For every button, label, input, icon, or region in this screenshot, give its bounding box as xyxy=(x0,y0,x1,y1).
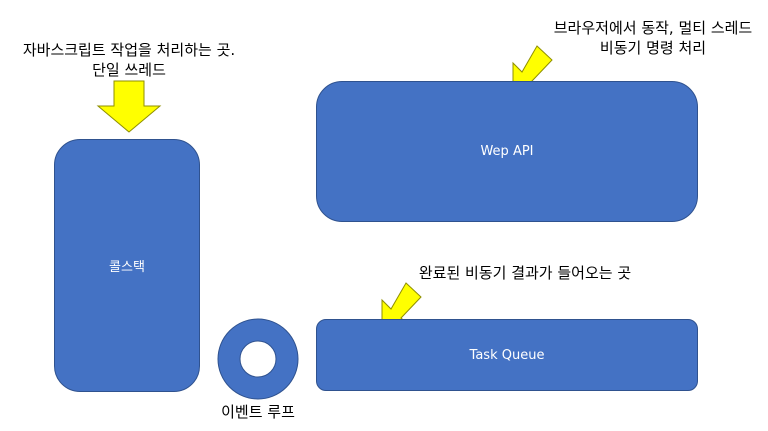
task-queue-description: 완료된 비동기 결과가 들어오는 곳 xyxy=(400,263,650,283)
task-queue-box: Task Queue xyxy=(316,319,698,391)
call-stack-description: 자바스크립트 작업을 처리하는 곳. 단일 쓰레드 xyxy=(0,40,258,80)
web-api-description: 브라우저에서 동작, 멀티 스레드 비동기 명령 처리 xyxy=(528,18,768,58)
event-loop-ring-icon xyxy=(217,318,299,400)
web-api-description-line1: 브라우저에서 동작, 멀티 스레드 xyxy=(553,19,753,37)
call-stack-label: 콜스택 xyxy=(109,260,145,275)
arrow-down-icon xyxy=(96,80,162,133)
web-api-box: Wep API xyxy=(316,81,698,222)
task-queue-label: Task Queue xyxy=(469,347,545,363)
event-loop-label: 이벤트 루프 xyxy=(203,402,313,422)
call-stack-description-line1: 자바스크립트 작업을 처리하는 곳. xyxy=(22,41,236,59)
call-stack-box: 콜스택 xyxy=(54,139,200,392)
web-api-label: Wep API xyxy=(480,144,534,159)
call-stack-description-line2: 단일 쓰레드 xyxy=(92,61,166,79)
task-queue-description-text: 완료된 비동기 결과가 들어오는 곳 xyxy=(418,264,632,282)
event-loop-label-text: 이벤트 루프 xyxy=(221,403,295,421)
web-api-description-line2: 비동기 명령 처리 xyxy=(599,39,707,57)
